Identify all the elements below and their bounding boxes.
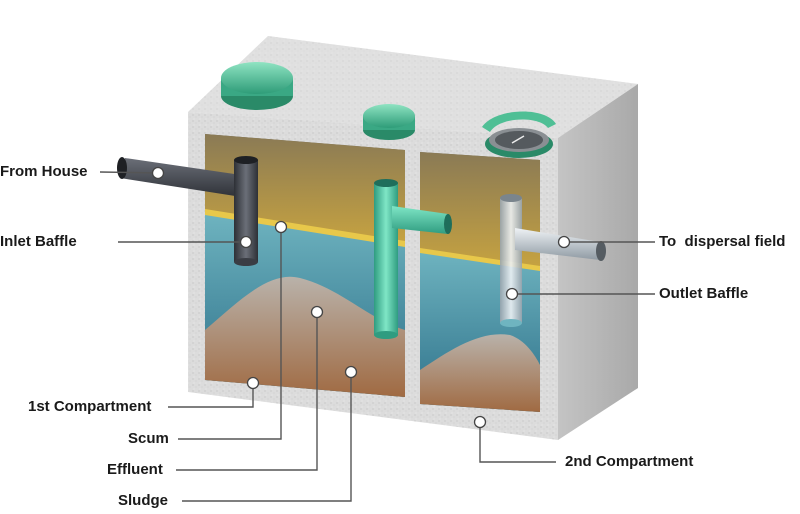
lid-left	[221, 62, 293, 110]
middle-tee-pipe	[374, 179, 452, 339]
label-outlet-baffle: Outlet Baffle	[659, 285, 749, 302]
lid-middle	[363, 104, 415, 140]
label-second-compartment: 2nd Compartment	[565, 453, 694, 470]
label-to-dispersal-field: To dispersal field	[659, 233, 786, 250]
leader-lines	[99, 171, 655, 502]
label-inlet-baffle: Inlet Baffle	[0, 233, 77, 250]
label-from-house: From House	[0, 163, 88, 180]
label-sludge: Sludge	[118, 492, 169, 509]
label-scum: Scum	[128, 430, 169, 447]
first-compartment-interior	[205, 134, 405, 397]
tank-side-face	[558, 84, 638, 440]
label-effluent: Effluent	[107, 461, 163, 478]
label-first-compartment: 1st Compartment	[28, 398, 152, 415]
lid-right-open	[482, 111, 556, 158]
sludge-layer	[205, 276, 405, 397]
leader-dots	[151, 166, 571, 429]
